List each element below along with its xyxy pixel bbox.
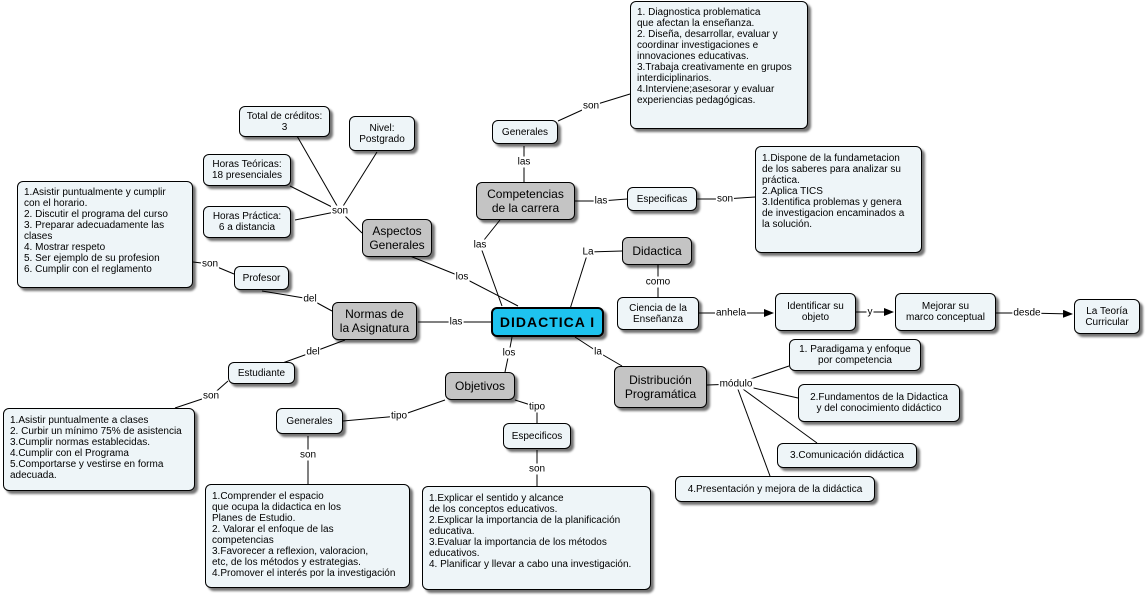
especificos-objetivos-node[interactable]: Especificos — [503, 423, 571, 449]
link-label-tipo: tipo — [527, 401, 547, 413]
link-label-las: las — [593, 195, 609, 207]
link-label-son: son — [527, 463, 547, 475]
generales-objetivos-list-node[interactable]: 1.Comprender el espacio que ocupa la did… — [205, 484, 410, 588]
link-label-las: las — [472, 239, 488, 251]
profesor-node[interactable]: Profesor — [234, 266, 289, 290]
identificar-objeto-node[interactable]: Identificar su objeto — [775, 293, 856, 331]
especificas-competencias-node[interactable]: Especificas — [627, 187, 697, 211]
link-label-las: las — [516, 156, 532, 168]
generales-objetivos-node[interactable]: Generales — [276, 408, 343, 434]
link-label-y: y — [866, 306, 874, 318]
link-label-desde: desde — [1012, 307, 1042, 319]
modulo-2-node[interactable]: 2.Fundamentos de la Didactica y del cono… — [798, 384, 960, 422]
teoria-curricular-node[interactable]: La Teoría Curricular — [1074, 299, 1140, 334]
didactica-main-node[interactable]: DIDACTICA I — [491, 307, 604, 337]
link-label-son: son — [200, 258, 220, 270]
link-label-son: son — [330, 205, 350, 217]
especificas-competencias-list-node[interactable]: 1.Dispone de la fundametacion de los sab… — [755, 146, 922, 253]
estudiante-node[interactable]: Estudiante — [228, 362, 295, 384]
link-label-la: La — [581, 246, 595, 258]
modulo-4-node[interactable]: 4.Presentación y mejora de la didáctica — [675, 476, 875, 502]
mejorar-marco-node[interactable]: Mejorar su marco conceptual — [895, 293, 996, 331]
profesor-list-node[interactable]: 1.Asistir puntualmente y cumplir con el … — [17, 181, 193, 288]
link-label-son: son — [715, 193, 735, 205]
link-label-son: son — [201, 390, 221, 402]
ciencia-ensenanza-node[interactable]: Ciencia de la Enseñanza — [617, 297, 699, 330]
link-label-la: la — [593, 346, 603, 358]
link-label-como: como — [644, 276, 672, 288]
generales-competencias-list-node[interactable]: 1. Diagnostica problematica que afectan … — [630, 1, 808, 129]
generales-competencias-node[interactable]: Generales — [492, 120, 558, 144]
link-label-son: son — [298, 449, 318, 461]
competencias-carrera-node[interactable]: Competencias de la carrera — [476, 182, 575, 220]
modulo-3-node[interactable]: 3.Comunicación didáctica — [777, 443, 917, 468]
link-label-son: son — [581, 100, 601, 112]
link-label-las: las — [448, 316, 464, 328]
estudiante-list-node[interactable]: 1.Asistir puntualmente a clases 2. Curbi… — [3, 408, 195, 491]
link-label-del: del — [305, 346, 321, 358]
horas-practica-node[interactable]: Horas Práctica: 6 a distancia — [203, 206, 291, 238]
link-label-los: los — [501, 347, 517, 359]
link-label-modulo: módulo — [718, 378, 754, 390]
distribucion-programatica-node[interactable]: Distribución Programática — [614, 366, 707, 408]
link-label-los: los — [454, 271, 470, 283]
total-creditos-node[interactable]: Total de créditos: 3 — [239, 106, 330, 137]
link-label-anhela: anhela — [714, 307, 748, 319]
aspectos-generales-node[interactable]: Aspectos Generales — [362, 219, 432, 257]
normas-asignatura-node[interactable]: Normas de la Asignatura — [332, 302, 417, 340]
objetivos-node[interactable]: Objetivos — [445, 372, 515, 400]
especificos-objetivos-list-node[interactable]: 1.Explicar el sentido y alcance de los c… — [422, 486, 651, 590]
nivel-node[interactable]: Nivel: Postgrado — [349, 116, 415, 151]
link-label-tipo: tipo — [389, 410, 409, 422]
link-label-del: del — [302, 293, 318, 305]
didactica-node[interactable]: Didactica — [622, 237, 692, 265]
modulo-1-node[interactable]: 1. Paradigama y enfoque por competencia — [789, 339, 921, 371]
horas-teoricas-node[interactable]: Horas Teóricas: 18 presenciales — [203, 154, 291, 186]
